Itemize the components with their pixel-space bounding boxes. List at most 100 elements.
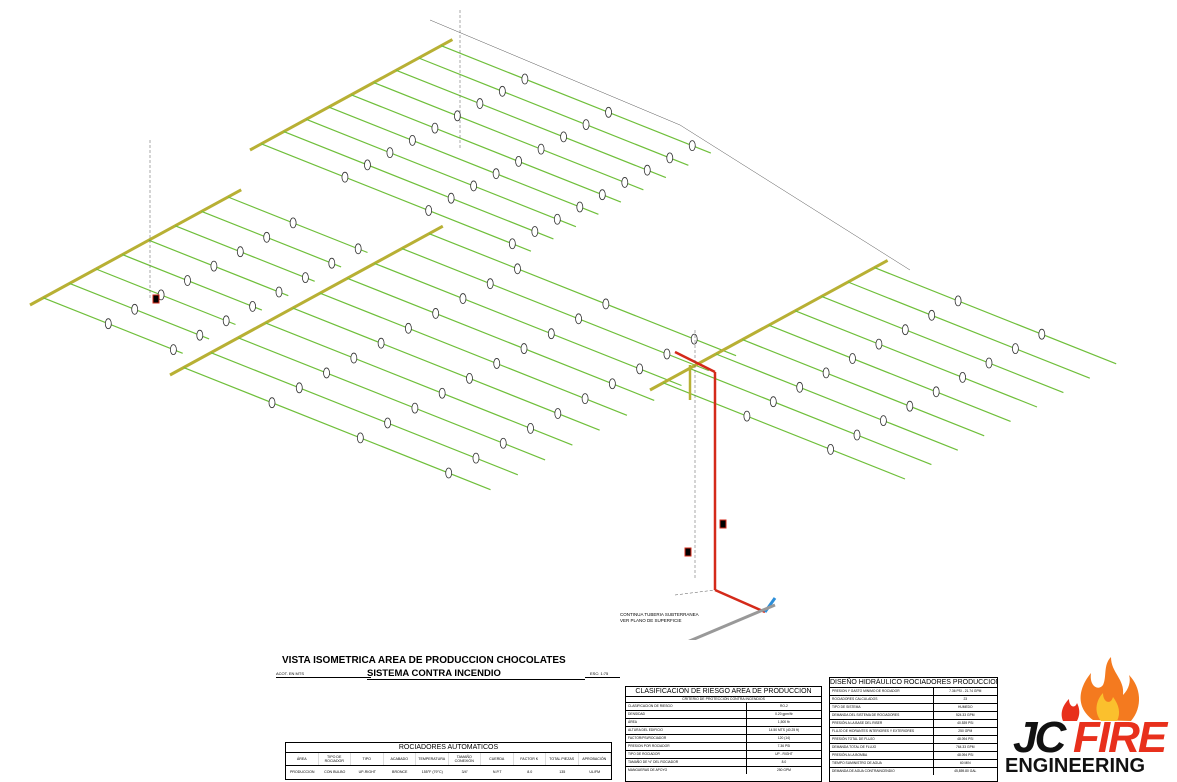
branch-pipe [395, 69, 667, 179]
branch-pipe [374, 262, 682, 387]
sprinkler-icon [492, 168, 500, 180]
hydraulic-table-key: DEMANDA DE AGUA CONTRAINCENDIO [830, 768, 934, 775]
sprinkler-icon [459, 293, 467, 304]
sprinkler-icon [608, 378, 616, 390]
sprinkler-icon [688, 140, 696, 152]
risk-table-key: ÁREA [626, 719, 747, 726]
hydraulic-table-key: PRESION Y GASTO MINIMO DE ROCIADOR [830, 688, 934, 695]
branch-pipe [95, 268, 236, 326]
hydraulic-table-key: DEMANDA DEL SISTEMA DE ROCIADORES [830, 712, 934, 719]
sprinkler-icon [581, 393, 589, 405]
sprinkler-icon [985, 357, 993, 369]
branch-pipe [328, 106, 599, 215]
sprinkler-icon [341, 171, 349, 183]
riser-pipe [714, 588, 766, 614]
drawing-title: VISTA ISOMETRICA AREA DE PRODUCCION CHOC… [282, 655, 566, 666]
sprinkler-icon [690, 333, 698, 345]
drawing-reference: ACOT. EN MTS [276, 671, 305, 676]
risk-table-key: MANGUERAS DE APOYO [626, 767, 747, 774]
branch-pipe [319, 292, 628, 416]
sprinkler-icon [222, 315, 230, 327]
risk-classification-table: CLASIFICACION DE RIESGO AREA DE PRODUCCI… [625, 686, 822, 782]
sprinkler-icon [521, 73, 529, 85]
sprinkler-icon [1012, 343, 1019, 355]
sprinkler-icon [954, 295, 962, 307]
sprinkler-icon [880, 415, 887, 427]
drawing-scale: ESC: 1:75 [590, 671, 609, 676]
branch-pipe [742, 339, 985, 437]
hydraulic-table-value: 524.33 GPM [956, 713, 975, 717]
sprinkler-icon [249, 300, 257, 312]
sprinkler-table-cell: 8.0 [513, 765, 546, 778]
branch-pipe [174, 225, 315, 282]
risk-table-key: FACTOR/PSI/ROCIADOR [626, 735, 747, 742]
risk-table-value: RO-2 [780, 704, 788, 708]
sprinkler-table-header: CUERDA [481, 753, 514, 765]
title-underline-main [367, 679, 585, 680]
branch-pipe [69, 282, 210, 340]
branch-pipe [183, 367, 491, 491]
sprinkler-icon [466, 372, 473, 384]
sprinkler-icon [184, 275, 191, 286]
branch-pipe [42, 297, 183, 354]
sprinkler-icon [386, 147, 394, 159]
sprinkler-icon [666, 152, 674, 164]
sprinkler-table-cell: PRODUCCION [286, 765, 319, 778]
sprinkler-icon [301, 272, 309, 284]
hydraulic-design-table: DISEÑO HIDRÁULICO ROCIADORES PRODUCCION … [829, 677, 998, 782]
valve-icon [684, 547, 692, 557]
sprinkler-icon [932, 386, 940, 398]
sprinkler-icon [498, 85, 506, 97]
branch-pipe [440, 45, 712, 154]
sprinkler-icon [875, 338, 883, 350]
branch-pipe [418, 57, 689, 166]
sprinkler-icon [196, 329, 204, 341]
sprinkler-icon [547, 328, 555, 340]
sprinkler-icon [431, 122, 439, 134]
hydraulic-table-value: HUMEDO [957, 705, 973, 709]
sprinkler-icon [508, 238, 516, 250]
risk-table-key: TAMAÑO DE ½" DEL ROCIADOR [626, 759, 747, 766]
sprinkler-icon [575, 313, 582, 325]
main-pipe [29, 188, 242, 307]
sprinkler-icon [493, 358, 501, 369]
risk-table-key: CLASIFICACION DE RIESGO [626, 703, 747, 710]
sprinkler-icon [621, 177, 629, 188]
sprinkler-table-header: FACTOR K [514, 753, 546, 765]
drawing-title-block: VISTA ISOMETRICA AREA DE PRODUCCION CHOC… [262, 655, 620, 685]
branch-pipe [265, 322, 573, 446]
sprinkler-icon [553, 213, 561, 225]
sprinkler-icon [849, 353, 856, 364]
main-pipe [169, 224, 444, 377]
risk-table-subtitle: CRITERIO DE PROTECCIÓN CONTRA INCENDIOS [626, 697, 821, 703]
sprinkler-table-header: TOTAL PIEZAS [546, 753, 579, 765]
valve-icon [719, 519, 727, 529]
isometric-pipe-drawing [29, 10, 1117, 640]
hydraulic-table-key: ROCIADORES CALCULADOS [830, 696, 934, 703]
branch-pipe [227, 196, 368, 254]
risk-table-value: 14.50 MTS (40.25 ft) [768, 728, 800, 732]
sprinkler-icon [636, 363, 644, 375]
branch-pipe [283, 131, 554, 240]
risk-table-value: 1,500 ft² [777, 720, 790, 724]
sprinkler-icon [576, 201, 584, 213]
underground-pipe [688, 603, 776, 640]
underground-note-line1: CONTINUA TUBERIA SUBTERRANEA [620, 612, 699, 617]
sprinkler-icon [537, 143, 545, 155]
sprinkler-table-header: APROBACIÓN [579, 753, 611, 765]
hydraulic-table-value: 48.094 PSI [957, 737, 974, 741]
branch-pipe [350, 94, 622, 203]
branch-pipe [148, 239, 289, 297]
branch-pipe [401, 247, 710, 372]
